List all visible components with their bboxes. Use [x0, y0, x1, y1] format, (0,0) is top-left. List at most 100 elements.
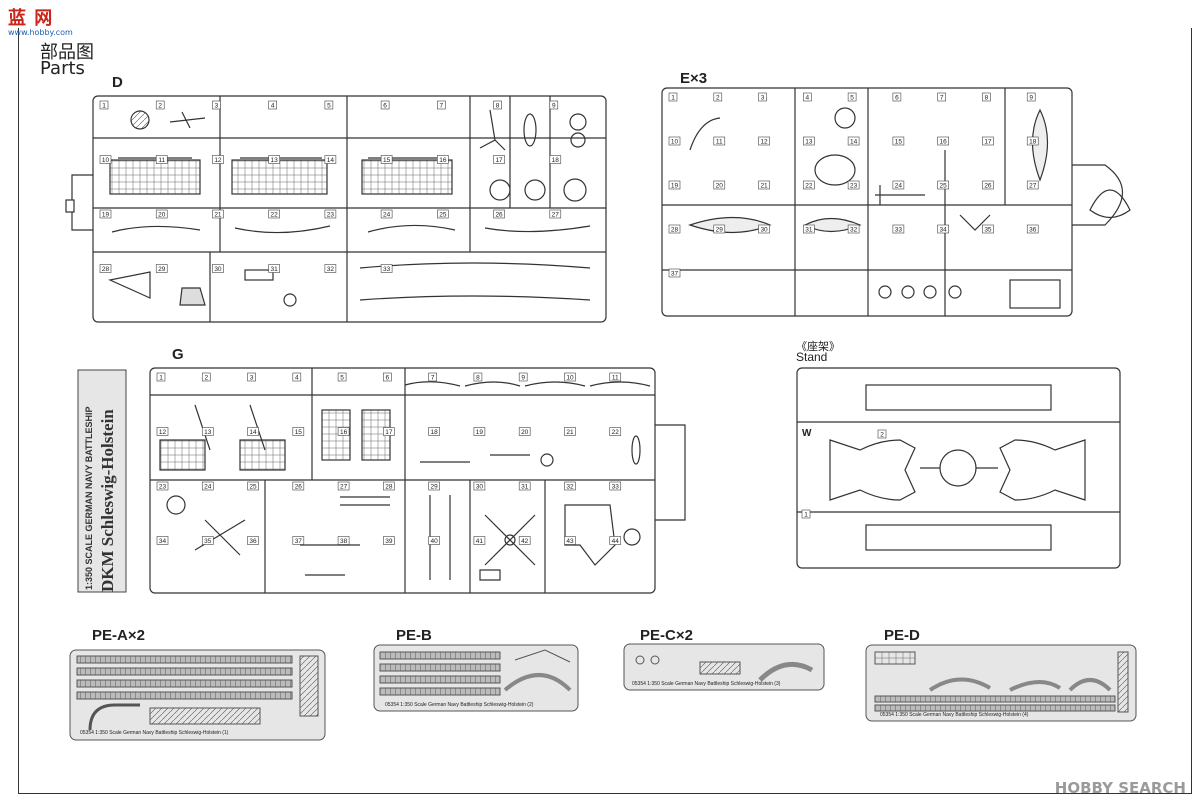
- part-number-d-27: 27: [549, 209, 562, 219]
- part-number-box: [380, 264, 393, 273]
- part-number-g-18: 18: [428, 427, 440, 436]
- part-number-g-5: 5: [337, 372, 347, 382]
- part-number-text: 14: [850, 139, 858, 146]
- part-number-box: [564, 372, 576, 382]
- part-number-d-24: 24: [380, 209, 393, 219]
- part-number-e-25: 25: [937, 180, 949, 190]
- part-number-e-22: 22: [803, 180, 815, 190]
- part-number-g-2: 2: [201, 372, 211, 382]
- part-number-box: [518, 536, 531, 545]
- part-number-e-3: 3: [758, 92, 767, 102]
- part-number-text: 22: [805, 183, 813, 190]
- part-number-text: 5: [340, 375, 344, 382]
- part-number-text: 10: [671, 139, 679, 146]
- part-number-box: [337, 372, 347, 382]
- part-number-g-21: 21: [564, 427, 576, 436]
- part-number-text: 17: [495, 157, 503, 164]
- part-number-box: [564, 427, 576, 436]
- part-number-box: [1026, 136, 1039, 146]
- part-number-box: [758, 224, 770, 234]
- part-number-box: [668, 268, 681, 278]
- part-number-text: 1: [804, 512, 808, 519]
- part-number-g-29: 29: [428, 481, 440, 491]
- part-number-box: [847, 92, 857, 102]
- part-number-box: [937, 136, 949, 146]
- part-number-d-33: 33: [380, 264, 393, 273]
- part-number-text: 23: [850, 183, 858, 190]
- part-number-box: [758, 180, 770, 190]
- part-number-text: 20: [521, 429, 529, 436]
- part-number-d-19: 19: [99, 209, 112, 219]
- part-number-text: 18: [431, 429, 439, 436]
- part-number-text: 25: [940, 183, 948, 190]
- part-number-box: [518, 481, 531, 491]
- part-number-text: 1: [102, 103, 106, 110]
- part-number-g-20: 20: [518, 427, 531, 436]
- pe-b-label: PE-B: [396, 627, 432, 644]
- site-logo-text: 蓝 网: [8, 8, 54, 29]
- part-number-text: 10: [566, 375, 574, 382]
- part-number-text: 30: [760, 227, 768, 234]
- part-number-box: [937, 224, 949, 234]
- part-number-box: [803, 180, 815, 190]
- frame-bottom: [18, 793, 1192, 794]
- part-number-text: 36: [1029, 227, 1037, 234]
- part-number-box: [803, 92, 812, 102]
- part-number-text: 1: [671, 95, 675, 102]
- part-number-g-43: 43: [564, 536, 576, 545]
- part-number-text: 16: [340, 429, 348, 436]
- part-number-box: [155, 100, 165, 110]
- part-number-box: [383, 536, 395, 545]
- part-number-e-19: 19: [668, 180, 681, 190]
- part-number-text: 26: [984, 183, 992, 190]
- part-number-text: 10: [102, 157, 110, 164]
- part-number-g-10: 10: [564, 372, 576, 382]
- part-number-box: [99, 100, 109, 110]
- part-number-e-32: 32: [847, 224, 860, 234]
- part-number-d-2: 2: [155, 100, 165, 110]
- part-number-box: [292, 536, 305, 545]
- part-number-g-25: 25: [247, 481, 259, 491]
- part-number-d-4: 4: [268, 100, 277, 110]
- box-side-panel: [77, 369, 127, 593]
- part-number-d-8: 8: [493, 100, 502, 110]
- part-number-e-14: 14: [847, 136, 860, 146]
- part-number-d-11: 11: [155, 155, 168, 164]
- part-number-text: 30: [214, 266, 222, 273]
- part-number-box: [668, 224, 681, 234]
- sprue-e-label: E×3: [680, 70, 708, 87]
- part-number-box: [549, 100, 559, 110]
- part-number-text: 36: [249, 538, 257, 545]
- part-number-e-17: 17: [982, 136, 994, 146]
- sprue-g: [149, 367, 686, 594]
- part-number-text: 8: [985, 95, 989, 102]
- pe-b-code: 05354 1:350 Scale German Navy Battleship…: [385, 702, 534, 708]
- part-number-box: [758, 136, 770, 146]
- part-number-g-8: 8: [473, 372, 483, 382]
- part-number-g-11: 11: [609, 372, 622, 382]
- part-number-text: 16: [940, 139, 948, 146]
- part-number-text: 11: [716, 139, 723, 146]
- part-number-g-6: 6: [383, 372, 392, 382]
- part-number-text: 29: [158, 266, 166, 273]
- pe-c-sheet: [623, 643, 825, 691]
- box-side-ship-name: DKM Schleswig-Holstein: [98, 409, 117, 592]
- part-number-box: [268, 264, 280, 273]
- part-number-box: [383, 372, 392, 382]
- part-number-d-26: 26: [493, 209, 505, 219]
- part-number-box: [668, 136, 681, 146]
- part-number-box: [201, 427, 214, 436]
- part-number-g-22: 22: [609, 427, 622, 436]
- sprue-e: [661, 87, 1131, 317]
- part-number-text: 9: [521, 375, 525, 382]
- pe-d-code: 05354 1:350 Scale German Navy Battleship…: [880, 712, 1029, 718]
- part-number-text: 21: [566, 429, 574, 436]
- part-number-d-3: 3: [212, 100, 221, 110]
- pe-d-sheet: [865, 644, 1137, 722]
- part-number-text: 43: [566, 538, 574, 545]
- part-number-box: [337, 481, 350, 491]
- part-number-text: 4: [806, 95, 810, 102]
- part-number-box: [801, 509, 811, 519]
- part-number-box: [803, 136, 815, 146]
- part-number-text: 32: [327, 266, 335, 273]
